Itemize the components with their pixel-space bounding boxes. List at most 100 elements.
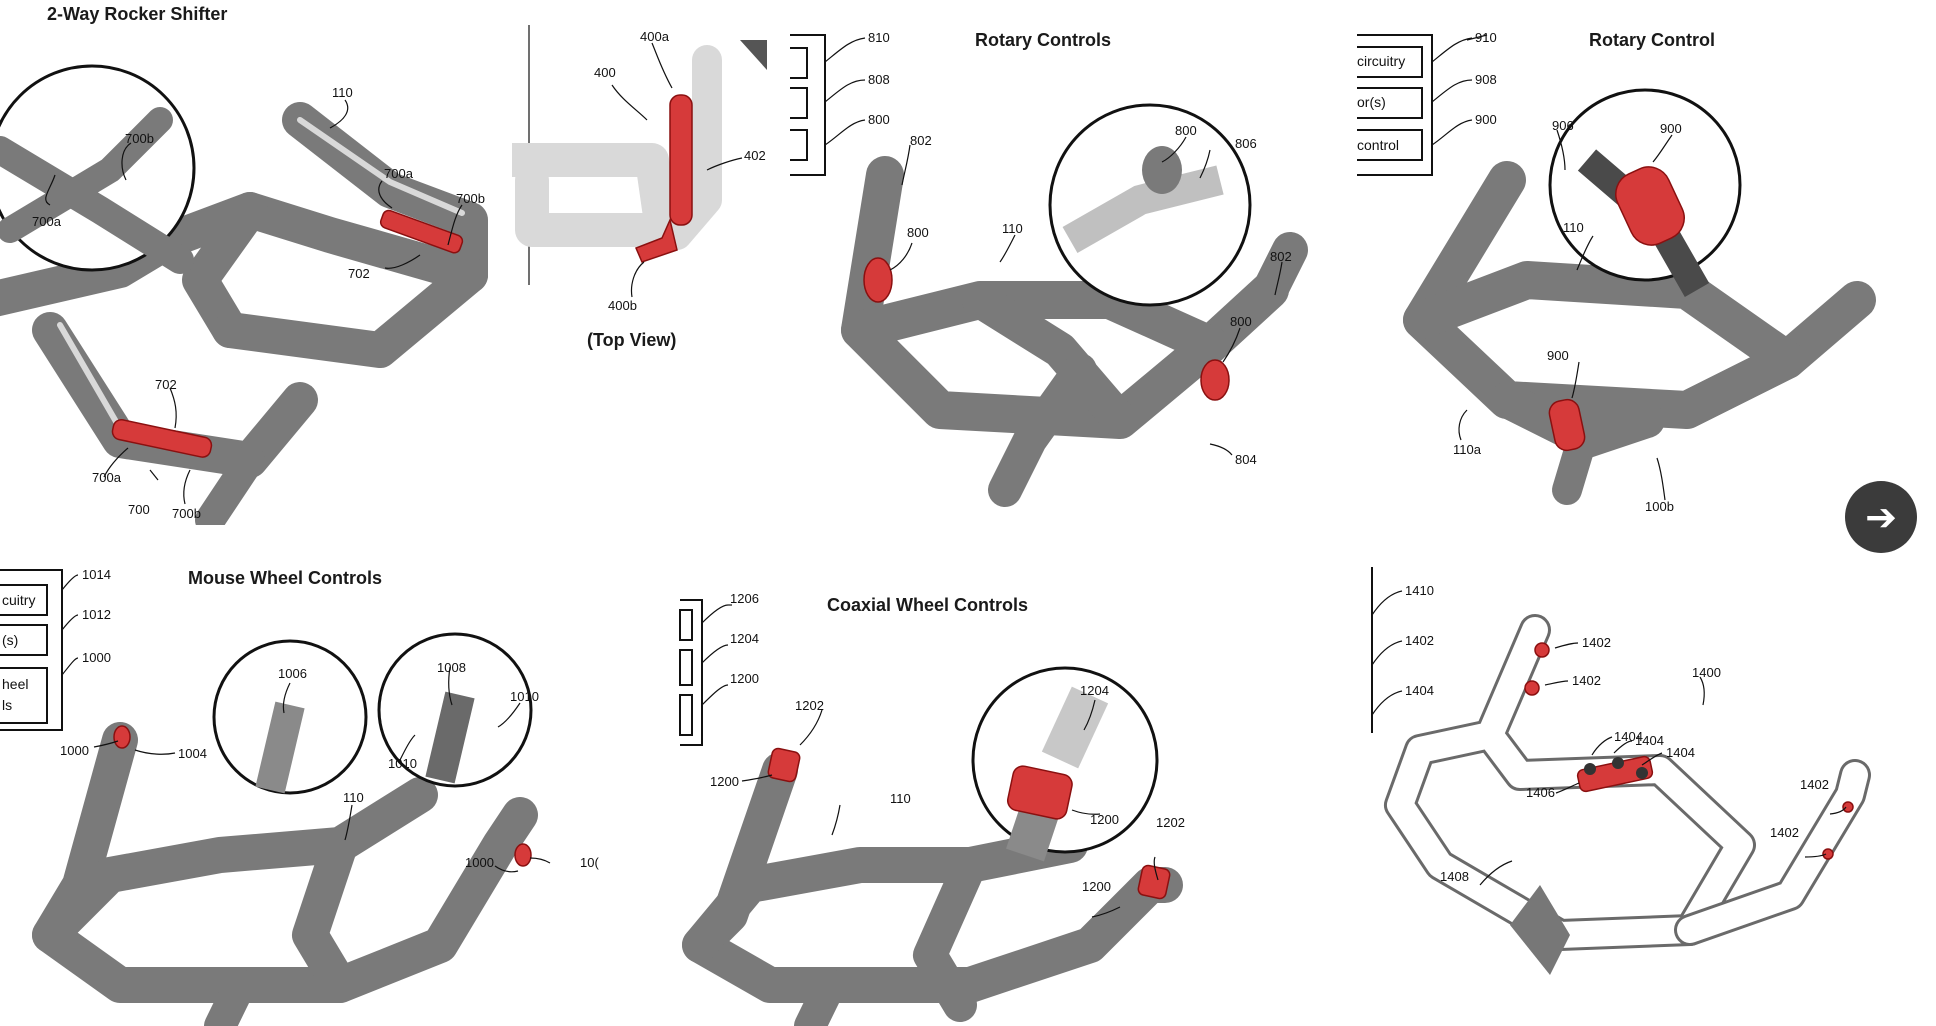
label-700b: 700b [172,506,201,521]
rotary-control-knob [1548,398,1586,452]
rocker-shifter-lower [111,418,213,458]
panel-rocker-shifter[interactable]: 2-Way Rocker Shifter 110 [0,0,510,525]
rotary-control-figure: circuitry or(s) control 910 908 900 906 … [1357,30,1876,514]
label-800: 800 [907,225,929,240]
label-400a: 400a [640,29,670,44]
label-1000: 1000 [82,650,111,665]
label-1006: 1006 [278,666,307,681]
label-1404: 1404 [1635,733,1664,748]
label-1202: 1202 [795,698,824,713]
label-806: 806 [1235,136,1257,151]
panel-title: 2-Way Rocker Shifter [47,4,228,24]
panel-title: Rotary Control [1589,30,1715,50]
button-1402-c [1842,801,1854,813]
panel-coaxial-wheel-controls[interactable]: Coaxial Wheel Controls 1206 1204 1200 [670,555,1210,1026]
label-110: 110 [1563,220,1584,235]
handlebar-drawing [682,752,1183,1026]
label-1010: 1010 [510,689,539,704]
figure-1400: 1410 1402 1404 1400 1402 1402 1404 1404 … [1371,567,1871,975]
label-700a: 700a [384,166,414,181]
button-1402-a [1534,642,1550,658]
label-900: 900 [1475,112,1497,127]
label-1200: 1200 [1082,879,1111,894]
label-1402: 1402 [1770,825,1799,840]
next-image-button[interactable]: ➔ [1845,481,1917,553]
label-700b: 700b [456,191,485,206]
label-810: 810 [868,30,890,45]
box-circuitry: circuitry [1357,53,1405,69]
label-906: 906 [1552,118,1574,133]
label-402: 402 [744,148,766,163]
rocker-figure: 110 700b 700a 700a 700b 702 702 700a 700… [0,64,488,525]
label-100b: 100b [1645,499,1674,514]
label-110: 110 [343,790,364,805]
box-controls: ls [2,697,12,713]
label-1010: 1010 [388,756,417,771]
panel-title: Mouse Wheel Controls [188,568,383,588]
label-1202: 1202 [1156,815,1185,830]
label-700a: 700a [32,214,62,229]
handlebar-drawing [1403,161,1876,505]
label-700: 700 [128,502,150,517]
box-circuitry: cuitry [2,592,35,608]
rotary-control-left [863,257,893,303]
label-800: 800 [1230,314,1252,329]
panel-rotary-control[interactable]: Rotary Control circuitry or(s) control 9… [1357,0,1936,525]
topview-figure: 400a 400 402 400b [512,25,767,313]
panel-1400[interactable]: 1410 1402 1404 1400 1402 1402 1404 1404 … [1360,555,1936,1026]
label-900: 900 [1547,348,1569,363]
label-802: 802 [910,133,932,148]
label-1410: 1410 [1405,583,1434,598]
label-804: 804 [1235,452,1257,467]
coaxial-wheel-right [1137,864,1171,900]
label-702: 702 [348,266,370,281]
panel-top-view[interactable]: 400a 400 402 400b (Top View) [512,0,767,525]
shifter-400b [635,217,678,263]
arrow-right-icon: ➔ [1865,495,1897,539]
rocker-shifter-upper [379,209,464,254]
label-800: 800 [868,112,890,127]
label-1012: 1012 [82,607,111,622]
handlebar-drawing [841,156,1308,507]
handlebar-drawing [32,722,538,1026]
box-sensors: (s) [2,632,18,648]
label-908: 908 [1475,72,1497,87]
label-700b: 700b [125,131,154,146]
label-1200: 1200 [730,671,759,686]
button-1402-d [1822,848,1834,860]
label-808: 808 [868,72,890,87]
label-1200: 1200 [710,774,739,789]
label-802: 802 [1270,249,1292,264]
label-1402: 1402 [1405,633,1434,648]
label-1408: 1408 [1440,869,1469,884]
panel-mouse-wheel-controls[interactable]: Mouse Wheel Controls cuitry (s) heel ls [0,555,600,1026]
coaxial-wheel-left [767,747,801,783]
label-1204: 1204 [1080,683,1109,698]
mouse-wheel-figure: cuitry (s) heel ls 1014 1012 1000 1000 1 [0,567,599,1026]
label-910: 910 [1475,30,1497,45]
label-1000: 1000 [60,743,89,758]
label-1406: 1406 [1526,785,1555,800]
button-1404-a [1584,763,1596,775]
label-702: 702 [155,377,177,392]
top-view-caption: (Top View) [587,330,677,350]
button-1404-c [1636,767,1648,779]
label-700a: 700a [92,470,122,485]
rotary-control-right [1200,359,1230,401]
panel-title: Rotary Controls [975,30,1112,50]
label-1402: 1402 [1582,635,1611,650]
label-1402: 1402 [1572,673,1601,688]
label-1400: 1400 [1692,665,1721,680]
label-1200: 1200 [1090,812,1119,827]
coaxial-figure: 1206 1204 1200 1202 1200 1204 110 1200 1… [679,591,1185,1026]
coaxial-wheel-detail [1006,765,1073,820]
label-100-truncated: 10( [580,855,599,870]
label-1402: 1402 [1800,777,1829,792]
label-1404: 1404 [1666,745,1695,760]
box-control: control [1357,137,1399,153]
label-400b: 400b [608,298,637,313]
panel-title: Coaxial Wheel Controls [827,595,1029,615]
label-1004: 1004 [178,746,207,761]
panel-rotary-controls[interactable]: Rotary Controls 810 808 800 802 [790,0,1310,525]
label-1000: 1000 [465,855,494,870]
